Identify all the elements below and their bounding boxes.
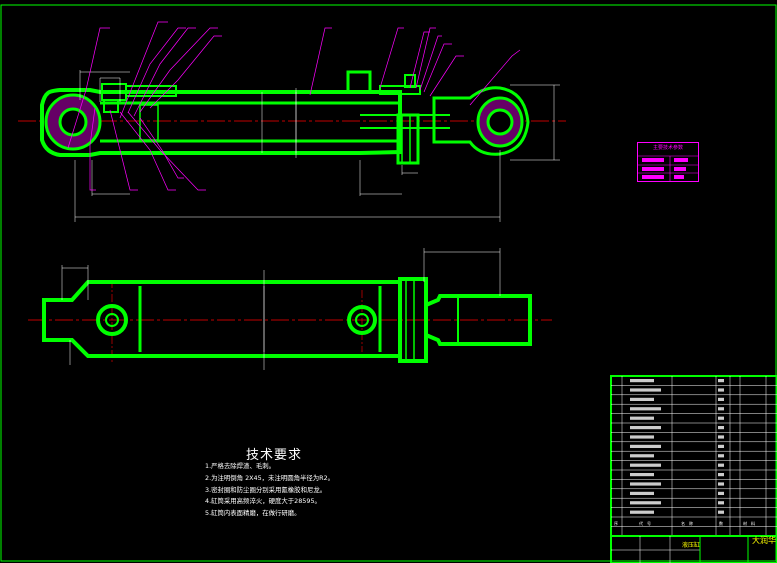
- bom-row-code-mark: [630, 407, 661, 411]
- bom-row-code-mark: [630, 463, 661, 467]
- bom-row-qty-mark: [718, 444, 724, 448]
- bom-row-qty-mark: [718, 491, 724, 495]
- bom-row-qty-mark: [718, 463, 724, 467]
- bom-row-code-mark: [630, 435, 654, 439]
- parameters-table: 主要技术参数: [637, 142, 699, 182]
- section-view: [18, 70, 566, 222]
- part-leader-lines: [67, 21, 521, 191]
- bom-row-qty-mark: [718, 473, 724, 477]
- technical-requirements-title: 技术要求: [246, 448, 303, 463]
- parameters-table-grid: [637, 155, 699, 182]
- requirement-item: 5.缸筒内表面精磨，在做行研磨。: [205, 509, 301, 518]
- requirement-item: 3.密封圈和防尘圈分别采用氰橡胶和尼龙。: [205, 485, 327, 494]
- bom-row-qty-mark: [718, 397, 724, 401]
- bom-row-code-mark: [630, 426, 661, 430]
- requirement-item: 2.为注明倒角 2X45，未注明圆角半径为R2。: [205, 473, 335, 482]
- bom-row-code-mark: [630, 379, 654, 383]
- drawing-frame: [0, 4, 777, 562]
- parameters-table-title: 主要技术参数: [652, 145, 683, 151]
- bom-row-code-mark: [630, 388, 661, 392]
- cylinder-body-outline: [40, 88, 402, 157]
- bom-header-index: 序: [614, 521, 618, 526]
- bom-row-code-mark: [630, 397, 654, 401]
- technical-requirements-list: 1.严格去除焊渣、毛刺。 2.为注明倒角 2X45，未注明圆角半径为R2。 3.…: [205, 461, 334, 520]
- bom-row-qty-mark: [718, 416, 724, 420]
- bom-row-qty-mark: [718, 435, 724, 439]
- bom-header-name: 名 称: [681, 521, 693, 526]
- rod-end-exterior: [424, 294, 532, 346]
- title-block-drawing-name: 液压缸: [682, 542, 701, 549]
- requirement-item: 1.严格去除焊渣、毛刺。: [205, 462, 276, 470]
- bom-row-qty-mark: [718, 379, 724, 383]
- bom-row-code-mark: [630, 454, 654, 458]
- exterior-view: [28, 248, 552, 370]
- bom-row-code-mark: [630, 482, 661, 486]
- bom-row-qty-mark: [718, 510, 724, 514]
- requirement-item: 4.缸筒采用高频淬火，硬度大于28595。: [205, 497, 321, 506]
- bom-text-layer: 序 代 号 名 称 数 材 料: [611, 376, 777, 563]
- bom-row-qty-mark: [718, 407, 724, 411]
- bom-row-qty-mark: [718, 501, 724, 505]
- bom-row-qty-mark: [718, 454, 724, 458]
- bom-row-code-mark: [630, 491, 654, 495]
- bom-header-qty: 数: [719, 521, 723, 526]
- bom-row-code-mark: [630, 510, 654, 514]
- bom-row-code-mark: [630, 416, 654, 420]
- bom-table: [610, 375, 777, 563]
- rod-eye-outline: [432, 86, 530, 156]
- bom-header-code: 代 号: [639, 521, 651, 526]
- bom-row-code-mark: [630, 501, 661, 505]
- bom-row-qty-mark: [718, 426, 724, 430]
- title-block-brand: 大润华: [752, 536, 776, 545]
- bom-row-code-mark: [630, 444, 661, 448]
- bom-header-material: 材 料: [743, 521, 755, 526]
- bom-row-qty-mark: [718, 482, 724, 486]
- bom-row-qty-mark: [718, 388, 724, 392]
- bom-row-code-mark: [630, 473, 654, 477]
